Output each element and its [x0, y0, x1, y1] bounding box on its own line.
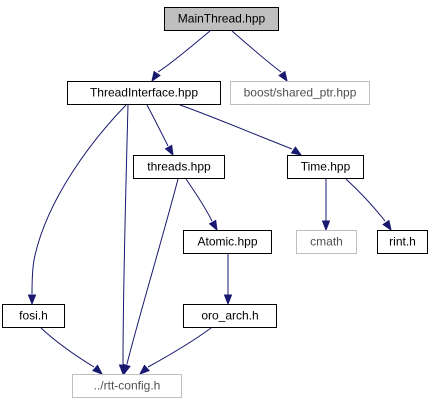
edge-line: [126, 178, 179, 365]
edge-line: [146, 104, 169, 147]
edge-arrowhead: [278, 70, 288, 83]
node-boost-shared-ptr: boost/shared_ptr.hpp: [230, 81, 370, 105]
edge-time-to-rint: [345, 178, 392, 232]
node-box: [287, 155, 364, 179]
edge-arrowhead: [92, 364, 104, 375]
edge-line: [157, 30, 211, 73]
edge-arrowhead: [223, 294, 233, 306]
node-label: Time.hpp: [301, 160, 351, 174]
node-label: oro_arch.h: [201, 309, 258, 323]
node-fosi[interactable]: fosi.h: [2, 304, 65, 328]
node-box: [183, 230, 272, 254]
node-label: rint.h: [389, 235, 416, 249]
edge-threadinterface-to-fosi: [27, 104, 127, 306]
edge-arrowhead: [382, 219, 392, 232]
edge-time-to-cmath: [321, 179, 331, 232]
node-mainthread[interactable]: MainThread.hpp: [164, 7, 279, 31]
node-box: [230, 81, 370, 105]
edge-mainthread-to-threadinterface: [151, 30, 211, 83]
edge-threadinterface-to-rtt_config: [118, 104, 129, 376]
edge-atomic-to-oro_arch: [223, 254, 233, 306]
node-box: [183, 304, 277, 328]
edge-line: [122, 104, 129, 365]
node-label: ThreadInterface.hpp: [90, 86, 198, 100]
edge-threadinterface-to-threads: [146, 104, 174, 157]
node-rtt-config: ../rtt-config.h: [72, 374, 182, 398]
node-label: cmath: [310, 235, 343, 249]
node-label: Atomic.hpp: [197, 235, 257, 249]
edge-line: [40, 327, 95, 368]
node-label: boost/shared_ptr.hpp: [244, 86, 357, 100]
edge-line: [345, 178, 386, 222]
edge-arrowhead: [290, 146, 303, 156]
edge-arrowhead: [122, 363, 131, 376]
node-label: MainThread.hpp: [178, 12, 266, 26]
edge-line: [147, 327, 212, 368]
node-threadinterface[interactable]: ThreadInterface.hpp: [67, 81, 221, 105]
edge-threadinterface-to-time: [179, 104, 303, 156]
node-time[interactable]: Time.hpp: [287, 155, 364, 179]
node-atomic[interactable]: Atomic.hpp: [183, 230, 272, 254]
node-box: [377, 230, 428, 254]
edge-threads-to-atomic: [185, 178, 218, 232]
edge-oro_arch-to-rtt_config: [138, 327, 212, 375]
edge-arrowhead: [208, 219, 218, 232]
node-threads[interactable]: threads.hpp: [133, 155, 225, 179]
edge-arrowhead: [27, 294, 37, 306]
edge-threads-to-rtt_config: [122, 178, 179, 376]
node-rint[interactable]: rint.h: [377, 230, 428, 254]
node-box: [72, 374, 182, 398]
node-box: [133, 155, 225, 179]
node-box: [2, 304, 65, 328]
node-label: threads.hpp: [147, 160, 211, 174]
edge-line: [231, 30, 282, 73]
node-label: fosi.h: [19, 309, 48, 323]
edge-line: [31, 104, 127, 295]
edge-arrowhead: [151, 70, 161, 83]
node-box: [296, 230, 357, 254]
edge-line: [185, 178, 213, 222]
edge-arrowhead: [138, 364, 150, 375]
edge-mainthread-to-boost_shared_ptr: [231, 30, 288, 83]
node-oro-arch[interactable]: oro_arch.h: [183, 304, 277, 328]
edge-arrowhead: [321, 220, 331, 232]
node-cmath: cmath: [296, 230, 357, 254]
edge-fosi-to-rtt_config: [40, 327, 104, 375]
node-label: ../rtt-config.h: [94, 379, 161, 393]
edge-arrowhead: [164, 144, 174, 157]
edge-line: [179, 104, 293, 150]
edges-layer: [27, 30, 392, 376]
node-box: [164, 7, 279, 31]
node-box: [67, 81, 221, 105]
